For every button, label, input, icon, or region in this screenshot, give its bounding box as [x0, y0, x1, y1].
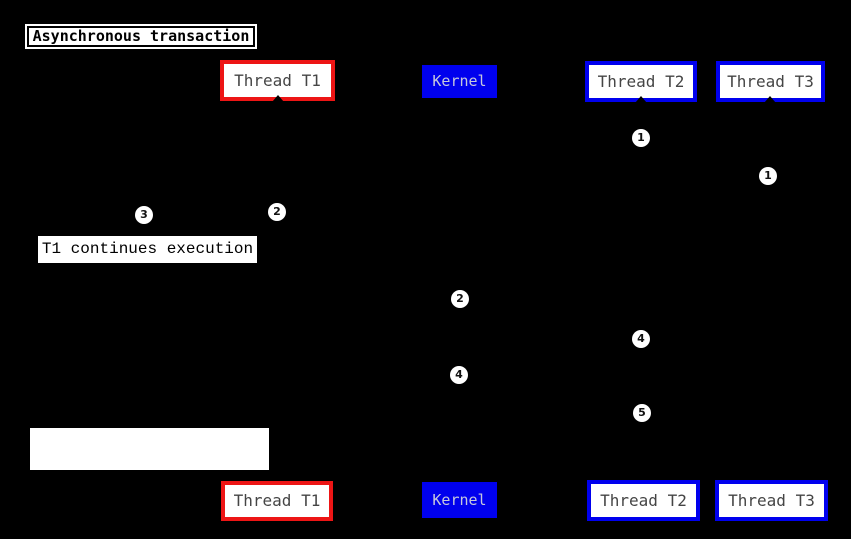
entity-box-kernel-top: Kernel: [422, 65, 497, 98]
entity-box-thread-t1-bottom: Thread T1: [221, 481, 333, 521]
step-marker-5-thread-t2: 5: [633, 404, 651, 422]
entity-box-thread-t2-bottom: Thread T2: [587, 480, 700, 521]
entity-box-thread-t3-top: Thread T3: [716, 61, 825, 102]
note-t1-continues-execution: T1 continues execution: [38, 236, 257, 263]
step-marker-1-thread-t3: 1: [759, 167, 777, 185]
step-marker-4-kernel: 4: [450, 366, 468, 384]
step-marker-2-kernel: 2: [451, 290, 469, 308]
diagram-title: Asynchronous transaction: [25, 24, 257, 49]
entity-box-kernel-bottom: Kernel: [422, 482, 497, 518]
lifeline-notch-t2-top: [635, 96, 647, 103]
lifeline-notch-t1-top: [272, 95, 284, 102]
lifeline-notch-t3-top: [764, 96, 776, 103]
step-marker-2-thread-t1: 2: [268, 203, 286, 221]
entity-box-thread-t3-bottom: Thread T3: [715, 480, 828, 521]
step-marker-3-thread-t1: 3: [135, 206, 153, 224]
step-marker-4-thread-t2: 4: [632, 330, 650, 348]
step-marker-1-thread-t2: 1: [632, 129, 650, 147]
note-empty: [30, 428, 269, 470]
